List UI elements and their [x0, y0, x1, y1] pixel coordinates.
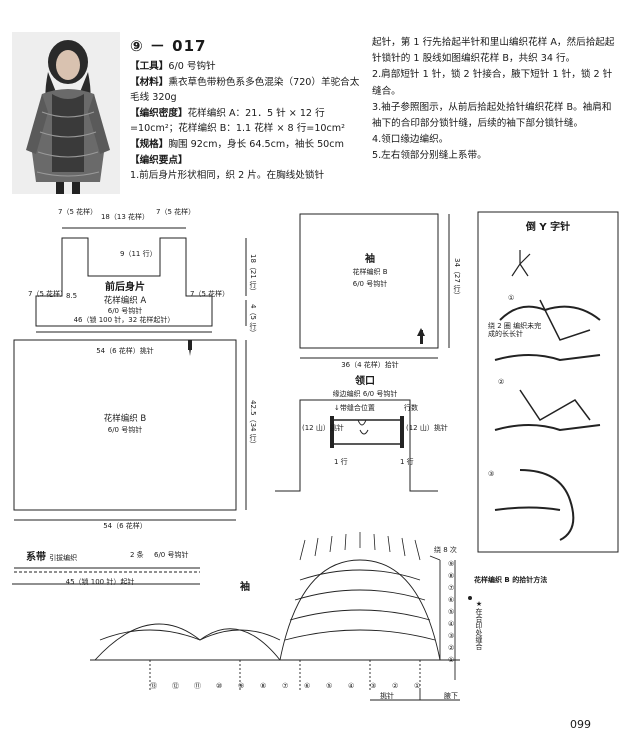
dim-side-left: 7（5 花样） [28, 290, 68, 298]
dim-right-upper: 18（21 行） [249, 254, 257, 296]
material-label: 【材料】 [130, 76, 169, 88]
row-marker-bottom: ③ [370, 682, 377, 690]
row-marker-bottom: ④ [348, 682, 355, 690]
row-marker-right: ④ [448, 620, 455, 628]
tool-value: 6/0 号钩针 [168, 61, 216, 72]
dim-side-right: 7（5 花样） [190, 290, 230, 298]
dim-armhole-depth: 9（11 行） [120, 250, 157, 258]
instruction-2: 2.肩部短针 1 针，锁 2 针接合，腋下短针 1 针，锁 2 针缝合。 [372, 69, 613, 97]
row-marker-bottom: ⑩ [216, 682, 223, 690]
body-title: 前后身片 [105, 282, 145, 293]
dim-top-left: 7（5 花样） [58, 208, 98, 216]
sleeve-chart-pattern: 花样编织 B 的拾针方法 [474, 576, 548, 584]
row-marker-right: ⑤ [448, 608, 455, 616]
pattern-a-label: 花样编织 A [103, 296, 147, 306]
ties-title: 系带 [26, 552, 46, 563]
tool-label: 【工具】 [130, 61, 169, 72]
point-1: 1.前后身片形状相同，织 2 片。在胸线处锁针 [130, 170, 325, 182]
size-value: 胸围 92cm，身长 64.5cm，袖长 50cm [168, 138, 344, 150]
dim-chain-row: 46（锁 100 针，32 花样起针） [73, 316, 175, 324]
sleeve-chart-pick: 挑针 [380, 692, 394, 700]
row-marker-right: ② [448, 644, 455, 652]
pattern-title: ⑨ － 017 [130, 37, 207, 55]
instruction-4: 4.领口缘边编织。 [372, 134, 449, 146]
y-stitch-title: 倒 Y 字针 [525, 222, 571, 233]
size-label: 【规格】 [130, 138, 169, 150]
row-marker-bottom: ⑪ [194, 682, 201, 690]
row-marker-right: ⑧ [448, 572, 455, 580]
ties-hook: 6/0 号钩针 [154, 551, 189, 559]
collar-row-left: 1 行 [334, 458, 348, 466]
density-label: 【编织密度】 [130, 107, 188, 119]
collar-tie-pos: ↓带缝合位置 [334, 404, 375, 412]
row-marker-bottom: ⑦ [282, 682, 289, 690]
sleeve-chart-under: 腋下 [444, 692, 458, 700]
ties-count: 2 条 [130, 551, 144, 559]
instruction-5: 5.左右领部分别缝上系带。 [372, 150, 487, 162]
ties-length: 45（锁 100 针）起针 [65, 578, 135, 586]
y-step-1: ① [508, 294, 515, 302]
dim-top-right: 7（5 花样） [156, 208, 196, 216]
collar-row-label: 行数 [404, 404, 418, 412]
row-marker-bottom: ⑤ [326, 682, 333, 690]
dim-right-lower: 42.5（34 行） [249, 400, 257, 448]
model-photo [12, 32, 120, 194]
material-value: 熏衣草色带粉色系多色混染（720）羊驼合太毛线 320g [130, 76, 360, 104]
row-markers-right: ⑨ ⑧ ⑦ ⑥ ⑤ ④ ③ ② ① [448, 560, 460, 670]
density-value: 花样编织 A：21．5 针 × 12 行=10cm²；花样编织 B：1.1 花样… [130, 107, 345, 135]
pattern-a-hook: 6/0 号钩针 [107, 307, 143, 315]
dim-right-mid: 4（5 行） [249, 304, 257, 337]
row-marker-bottom: ⑥ [304, 682, 311, 690]
instructions-block: 起针，第 1 行先拾起半针和里山编织花样 A，然后拾起起针锁针的 1 股线如图编… [372, 35, 617, 165]
sleeve-chart-repeat: 绕 8 次 [434, 546, 457, 554]
sleeve-chart-title: 袖 [240, 582, 250, 593]
row-marker-bottom: ⑫ [172, 682, 179, 690]
sleeve-title: 袖 [365, 254, 375, 265]
sleeve-bottom-dim: 36（4 花样）拾针 [341, 361, 399, 369]
sleeve-chart-side-note: ★在合印处缝合 [475, 600, 483, 650]
row-markers-bottom: ⑬ ⑫ ⑪ ⑩ ⑨ ⑧ ⑦ ⑥ ⑤ ④ ③ ② ① [150, 682, 450, 694]
collar-title: 领口 [355, 376, 375, 387]
page-number: 099 [570, 718, 591, 731]
dim-mid-width: 54（6 花样）挑针 [96, 347, 154, 355]
dim-bottom-width: 54（6 花样） [103, 522, 147, 530]
row-marker-bottom: ⑨ [238, 682, 245, 690]
pattern-b-label: 花样编织 B [103, 414, 147, 424]
instruction-3: 3.袖子参照图示，从前后拾起处拾针编织花样 B。袖肩和袖下的合印部分锁针缝，后续… [372, 101, 612, 130]
row-marker-right: ⑥ [448, 596, 455, 604]
instruction-1: 起针，第 1 行先拾起半针和里山编织花样 A，然后拾起起针锁针的 1 股线如图编… [372, 37, 615, 65]
pattern-b-hook: 6/0 号钩针 [107, 426, 143, 434]
model-photo-illustration [12, 32, 120, 194]
row-marker-bottom: ② [392, 682, 399, 690]
ties-method: 引拔编织 [49, 554, 78, 562]
row-marker-bottom: ⑬ [150, 682, 157, 690]
y-step-3: ③ [488, 470, 495, 478]
collar-row-right: 1 行 [400, 458, 414, 466]
collar-left-dim: (12 山）挑针 [302, 424, 344, 432]
row-marker-right: ③ [448, 632, 455, 640]
points-label: 【编织要点】 [130, 154, 188, 166]
collar-right-dim: (12 山）挑针 [406, 424, 448, 432]
row-marker-bottom: ⑧ [260, 682, 267, 690]
specs-block: 【工具】6/0 号钩针 【材料】熏衣草色带粉色系多色混染（720）羊驼合太毛线 … [130, 59, 362, 184]
row-marker-right: ⑦ [448, 584, 455, 592]
sleeve-right-dim: 34（27 行） [453, 258, 461, 300]
y-step-2: ② [498, 378, 505, 386]
row-marker-right: ⑨ [448, 560, 455, 568]
dim-small: 8.5 [66, 292, 78, 300]
sleeve-hook: 6/0 号钩针 [352, 280, 388, 288]
collar-edging: 缘边编织 6/0 号钩针 [332, 390, 398, 398]
sleeve-pattern: 花样编织 B [352, 268, 388, 276]
row-marker-bottom: ① [414, 682, 421, 690]
ties-header: 系带 引拔编织 [26, 548, 77, 563]
y-stitch-note: 绕 2 圈 编织未完成的长长针 [488, 322, 542, 338]
row-marker-right: ① [448, 656, 455, 664]
dim-top-mid: 18（13 花样） [100, 213, 150, 221]
